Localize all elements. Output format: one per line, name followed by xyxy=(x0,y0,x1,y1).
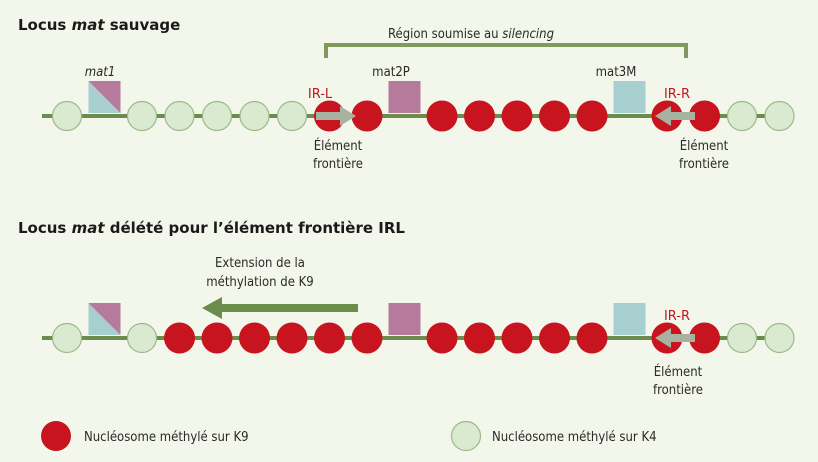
panel-wild-type: Locus mat sauvage Région soumise au sile… xyxy=(18,16,795,172)
row2-k9-nucleosome xyxy=(576,322,608,354)
row2-k9-nucleosome xyxy=(426,322,458,354)
row2-k9-nucleosome xyxy=(201,322,233,354)
row1-k4-nucleosome xyxy=(51,100,83,132)
boundary-right2-line2: frontière xyxy=(653,383,703,398)
panel1-title: Locus mat sauvage xyxy=(18,16,180,34)
irr-label-1: IR-R xyxy=(664,87,690,102)
irr-arrow-2 xyxy=(655,328,695,348)
mat3m-label: mat3M xyxy=(596,65,637,80)
boundary-right-line2: frontière xyxy=(679,157,729,172)
row1-k4-nucleosome xyxy=(164,100,195,132)
row2-k9-nucleosome xyxy=(239,322,270,354)
row2-k4-nucleosome xyxy=(726,322,758,354)
row2-k4-nucleosome xyxy=(51,322,83,354)
row2-k4-nucleosome xyxy=(764,322,795,354)
row1-k9-nucleosome xyxy=(539,100,570,132)
nucleosome-row-1 xyxy=(51,81,795,132)
irr-label-2: IR-R xyxy=(664,309,690,324)
row1-mat3m-cassette xyxy=(613,81,646,113)
silencing-region-label: Région soumise au silencing xyxy=(388,27,554,42)
row2-k9-nucleosome xyxy=(351,322,383,354)
row1-k4-nucleosome xyxy=(764,100,795,132)
irr-arrow-1 xyxy=(655,106,695,126)
legend-k4-label: Nucléosome méthylé sur K4 xyxy=(492,430,657,445)
row1-k4-nucleosome xyxy=(201,100,233,132)
boundary-right2-line1: Élément xyxy=(654,364,703,380)
row2-k9-nucleosome xyxy=(539,322,570,354)
extension-line2: méthylation de K9 xyxy=(206,275,314,290)
nucleosome-row-2 xyxy=(51,303,795,354)
boundary-right-line1: Élément xyxy=(680,138,729,154)
boundary-left-line1: Élément xyxy=(314,138,363,154)
row1-mat2p-cassette xyxy=(388,81,421,113)
boundary-left-line2: frontière xyxy=(313,157,363,172)
legend-k9-swatch xyxy=(41,421,71,451)
row1-k4-nucleosome xyxy=(239,100,270,132)
row1-k9-nucleosome xyxy=(576,100,608,132)
row1-k9-nucleosome xyxy=(464,100,495,132)
panel2-title: Locus mat délété pour l’élément frontièr… xyxy=(18,219,405,237)
extension-arrow xyxy=(202,297,358,319)
irl-label: IR-L xyxy=(308,87,333,102)
mat2p-label: mat2P xyxy=(372,65,410,80)
legend-k4-swatch xyxy=(450,420,482,452)
row1-k9-nucleosome xyxy=(426,100,458,132)
row1-mat1-cassette xyxy=(88,81,121,113)
legend: Nucléosome méthylé sur K9 Nucléosome mét… xyxy=(41,420,657,452)
row1-k9-nucleosome xyxy=(689,100,720,132)
row2-k9-nucleosome xyxy=(276,322,308,354)
silencing-region-bracket xyxy=(324,43,688,58)
row2-k9-nucleosome xyxy=(164,322,195,354)
mat1-label: mat1 xyxy=(85,65,116,80)
extension-line1: Extension de la xyxy=(215,256,305,271)
row2-mat2p-cassette xyxy=(388,303,421,335)
row1-k4-nucleosome xyxy=(126,100,158,132)
row2-mat1-cassette xyxy=(88,303,121,335)
row2-k9-nucleosome xyxy=(464,322,495,354)
row2-mat3m-cassette xyxy=(613,303,646,335)
row2-k4-nucleosome xyxy=(126,322,158,354)
irl-arrow xyxy=(316,106,356,126)
row2-k9-nucleosome xyxy=(314,322,345,354)
row1-k9-nucleosome xyxy=(501,100,533,132)
row1-k4-nucleosome xyxy=(276,100,308,132)
row1-k4-nucleosome xyxy=(726,100,758,132)
row2-k9-nucleosome xyxy=(501,322,533,354)
panel-irl-deleted: Locus mat délété pour l’élément frontièr… xyxy=(18,219,795,398)
row2-k9-nucleosome xyxy=(689,322,720,354)
legend-k9-label: Nucléosome méthylé sur K9 xyxy=(84,430,249,445)
row1-k9-nucleosome xyxy=(351,100,383,132)
